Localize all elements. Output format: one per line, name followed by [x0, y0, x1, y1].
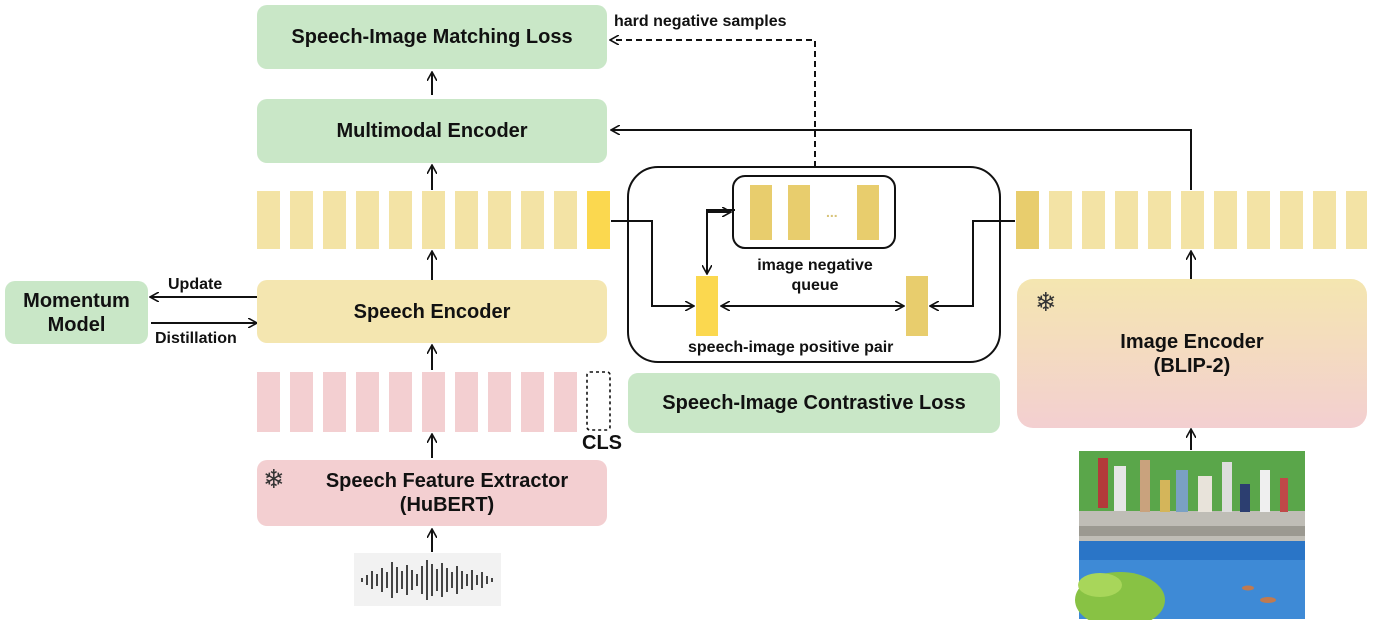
speech-image-matching-loss-box: Speech-Image Matching Loss — [257, 5, 607, 69]
image-token-row — [1016, 191, 1367, 249]
image-token — [1247, 191, 1270, 249]
hard-negative-label: hard negative samples — [614, 13, 787, 30]
feature-token — [290, 372, 313, 432]
feature-extractor-sublabel: (HuBERT) — [399, 494, 495, 516]
contrastive-loss-label: Speech-Image Contrastive Loss — [662, 392, 966, 414]
matching-loss-label: Speech-Image Matching Loss — [291, 26, 573, 48]
image-token — [1280, 191, 1303, 249]
speech-token — [356, 191, 379, 249]
feature-token — [323, 372, 346, 432]
speech-token-row — [257, 191, 610, 249]
feature-token — [455, 372, 478, 432]
multimodal-encoder-label: Multimodal Encoder — [336, 120, 528, 142]
image-token — [1148, 191, 1171, 249]
queue-token — [788, 185, 810, 240]
image-negative-queue-box — [732, 175, 896, 249]
speech-encoder-label: Speech Encoder — [353, 300, 511, 323]
speech-token — [521, 191, 544, 249]
image-token — [1082, 191, 1105, 249]
speech-token — [422, 191, 445, 249]
image-encoder-label: Image Encoder — [1120, 330, 1264, 353]
snowflake-icon: ❄ — [263, 464, 285, 494]
feature-token — [521, 372, 544, 432]
arrows — [151, 40, 1191, 552]
image-token — [1049, 191, 1072, 249]
cls-label: CLS — [582, 432, 622, 454]
image-token — [1214, 191, 1237, 249]
queue-label-line2: queue — [791, 277, 839, 294]
speech-token — [290, 191, 313, 249]
positive-image-token — [906, 276, 928, 336]
feature-token — [257, 372, 280, 432]
image-negative-queue-label: image negative queue — [735, 256, 895, 296]
multimodal-encoder-box: Multimodal Encoder — [257, 99, 607, 163]
speech-token — [455, 191, 478, 249]
speech-encoder-box: Speech Encoder — [257, 280, 607, 343]
speech-cls-token — [587, 191, 610, 249]
update-label: Update — [168, 276, 223, 293]
snowflake-icon: ❄ — [1035, 287, 1057, 317]
queue-ellipsis: ... — [826, 204, 838, 220]
speech-token — [323, 191, 346, 249]
feature-token — [356, 372, 379, 432]
positive-speech-token — [696, 276, 718, 336]
speech-token — [488, 191, 511, 249]
image-encoder-box: Image Encoder (BLIP-2) — [1017, 279, 1367, 428]
image-token — [1115, 191, 1138, 249]
input-photo — [1075, 451, 1305, 620]
image-encoder-sublabel: (BLIP-2) — [1153, 354, 1231, 377]
feature-token — [389, 372, 412, 432]
feature-token — [554, 372, 577, 432]
queue-token — [750, 185, 772, 240]
positive-pair-label: speech-image positive pair — [688, 339, 894, 356]
cls-placeholder-token — [586, 371, 611, 431]
contrastive-loss-box: Speech-Image Contrastive Loss — [628, 373, 1000, 433]
image-cls-token — [1016, 191, 1039, 249]
image-token — [1313, 191, 1336, 249]
feature-token — [488, 372, 511, 432]
speech-token — [554, 191, 577, 249]
queue-token — [857, 185, 879, 240]
momentum-model-box: Momentum Model — [5, 281, 148, 344]
speech-token — [389, 191, 412, 249]
queue-label-line1: image negative — [757, 257, 873, 274]
image-token — [1346, 191, 1367, 249]
speech-feature-token-row — [257, 371, 611, 432]
speech-token — [257, 191, 280, 249]
feature-extractor-label: Speech Feature Extractor — [325, 470, 569, 492]
speech-feature-extractor-box: Speech Feature Extractor (HuBERT) — [257, 460, 607, 526]
momentum-model-label: Momentum Model — [23, 289, 130, 336]
distillation-label: Distillation — [155, 330, 237, 347]
feature-token — [422, 372, 445, 432]
image-token — [1181, 191, 1204, 249]
waveform — [361, 560, 493, 600]
